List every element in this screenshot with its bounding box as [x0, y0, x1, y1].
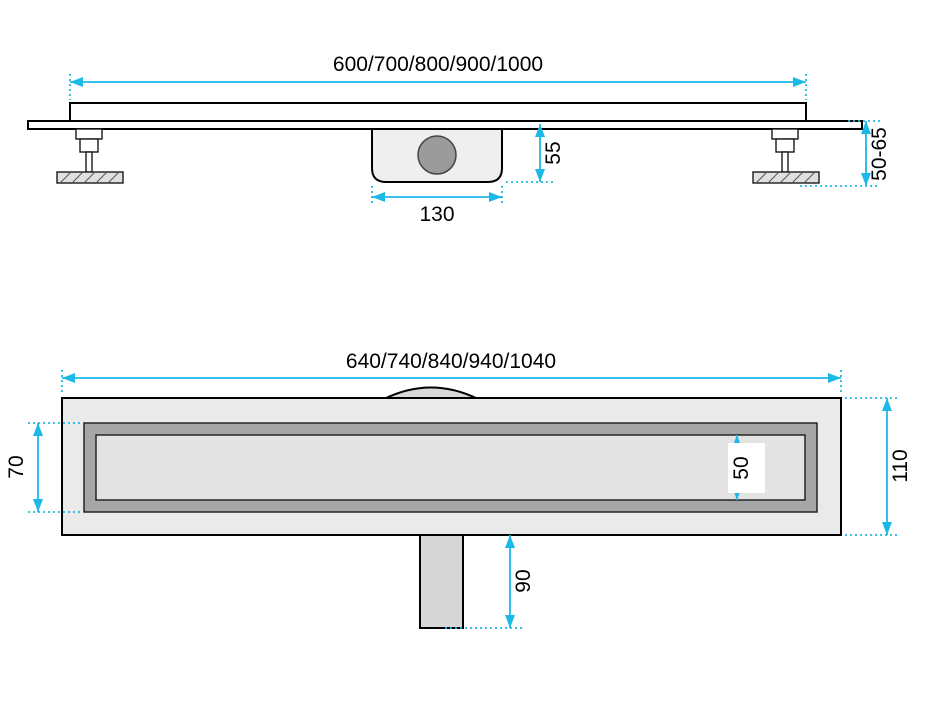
dim-label-trap-height: 55 [542, 141, 565, 164]
hatch-line [83, 171, 96, 184]
arrowhead-up-icon [861, 121, 871, 134]
arrowhead-left-icon [62, 373, 75, 383]
bottom-view-plan: 640/740/840/940/1040 70 50 [5, 350, 912, 629]
arrowhead-up-icon [505, 535, 515, 548]
dim-label-grate-width: 50 [730, 456, 753, 479]
right-adjustable-foot [752, 128, 820, 184]
foot-nut [79, 138, 99, 153]
hatch-line [779, 171, 792, 184]
grate-frame-inner [95, 434, 806, 501]
arrowhead-down-icon [505, 615, 515, 628]
dim-bottom-length: 640/740/840/940/1040 [61, 350, 842, 395]
label-background [728, 443, 765, 493]
hatch-line [767, 171, 780, 184]
arrowhead-down-icon [882, 522, 892, 535]
drain-outlet-circle [417, 135, 457, 175]
hatch-line [71, 171, 84, 184]
hatch-line [755, 171, 768, 184]
dim-trap-height: 55 [506, 124, 565, 183]
dim-label-outer-width: 110 [889, 449, 912, 482]
hatch-line [803, 171, 816, 184]
dim-label-top-length: 600/700/800/900/1000 [333, 53, 543, 76]
arrowhead-left-icon [372, 192, 385, 202]
dim-outer-width: 110 [845, 397, 912, 536]
top-view-side-elevation: 600/700/800/900/1000 [27, 53, 891, 226]
dim-grate-width: 50 [728, 435, 765, 500]
dim-label-inner-width: 70 [5, 455, 28, 478]
foot-clamp [771, 128, 799, 140]
arrowhead-up-icon [535, 124, 545, 137]
foot-screw [85, 151, 93, 173]
arrowhead-down-icon [861, 173, 871, 186]
arrowhead-up-icon [882, 398, 892, 411]
dim-label-bottom-length: 640/740/840/940/1040 [346, 350, 556, 373]
dim-trap-width: 130 [371, 186, 503, 226]
foot-clamp [75, 128, 103, 140]
channel-body [69, 102, 807, 122]
dim-top-length: 600/700/800/900/1000 [69, 53, 807, 100]
arrowhead-up-icon [33, 423, 43, 436]
arrowhead-right-icon [828, 373, 841, 383]
outlet-pipe [419, 534, 464, 629]
left-adjustable-foot [56, 128, 124, 184]
dim-label-trap-width: 130 [419, 203, 454, 226]
arrowhead-down-icon [535, 169, 545, 182]
arrowhead-right-icon [489, 192, 502, 202]
channel-flange [27, 120, 863, 130]
dim-outlet-extension: 90 [445, 535, 535, 629]
foot-nut [775, 138, 795, 153]
hatch-line [95, 171, 108, 184]
arrowhead-right-icon [793, 77, 806, 87]
hatch-line [107, 171, 120, 184]
dim-label-outlet-extension: 90 [512, 569, 535, 592]
dim-feet-height: 50-65 [800, 120, 891, 187]
arrowhead-left-icon [70, 77, 83, 87]
arrowhead-down-icon [33, 499, 43, 512]
dim-label-feet-height: 50-65 [868, 127, 891, 181]
dim-channel-inner-width: 70 [5, 422, 80, 513]
siphon-trap [371, 128, 503, 183]
hatch-line [791, 171, 804, 184]
hatch-line [59, 171, 72, 184]
foot-screw [781, 151, 789, 173]
